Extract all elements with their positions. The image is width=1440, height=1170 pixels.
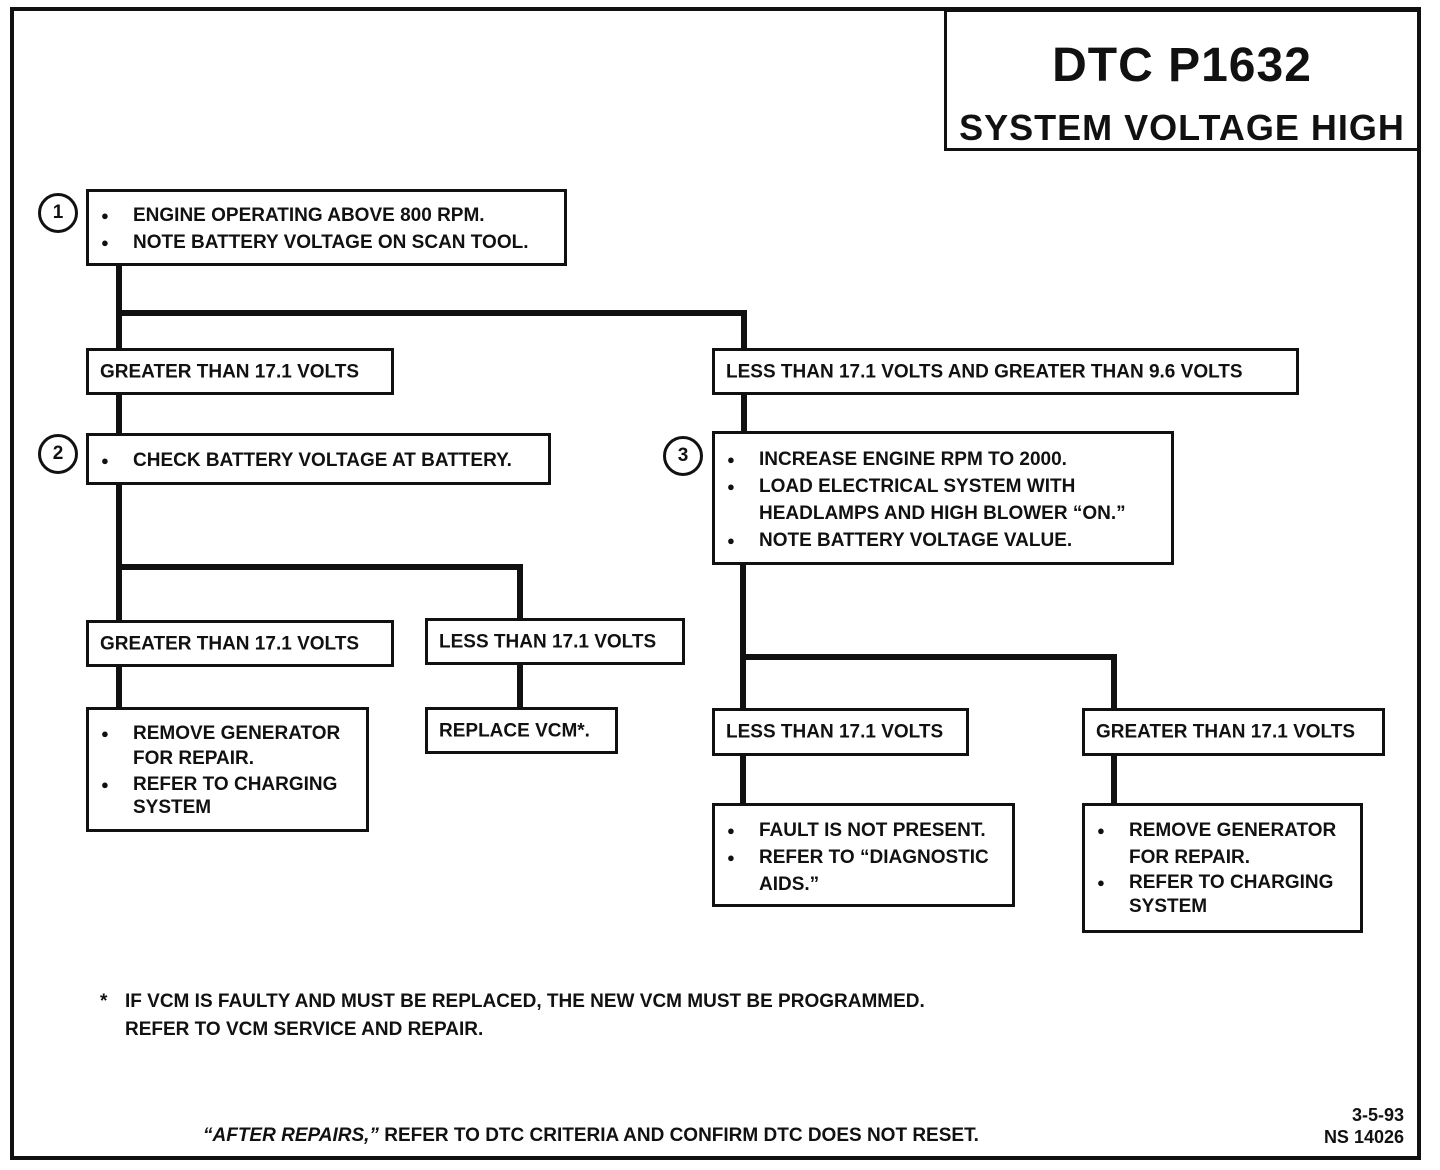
result-bullet-1: FAULT IS NOT PRESENT. [725, 817, 989, 844]
condition-step1-greater-17-1: GREATER THAN 17.1 VOLTS [86, 348, 394, 395]
step-1-bullet-1: ENGINE OPERATING ABOVE 800 RPM. [99, 202, 529, 229]
condition-label: LESS THAN 17.1 VOLTS AND GREATER THAN 9.… [726, 361, 1243, 382]
reference-id: NS 14026 [1323, 1127, 1404, 1147]
condition-label: LESS THAN 17.1 VOLTS [726, 721, 944, 743]
condition-label: GREATER THAN 17.1 VOLTS [1096, 721, 1355, 743]
step-2-box: CHECK BATTERY VOLTAGE AT BATTERY. [86, 433, 551, 485]
step-3-bullet-3: NOTE BATTERY VOLTAGE VALUE. [725, 527, 1126, 554]
dtc-description: SYSTEM VOLTAGE HIGH [959, 107, 1405, 148]
condition-step2-less-17-1: LESS THAN 17.1 VOLTS [425, 618, 685, 665]
step-3-marker: 3 [663, 436, 703, 476]
after-repairs-text: REFER TO DTC CRITERIA AND CONFIRM DTC DO… [378, 1125, 979, 1146]
result-step3-remove-generator: REMOVE GENERATOR FOR REPAIR. REFER TO CH… [1082, 803, 1363, 933]
after-repairs-emphasis: “AFTER REPAIRS,” [203, 1125, 379, 1146]
footnote: * IF VCM IS FAULTY AND MUST BE REPLACED,… [100, 988, 925, 1044]
step-3-box: INCREASE ENGINE RPM TO 2000. LOAD ELECTR… [712, 431, 1174, 565]
result-label: REPLACE VCM*. [439, 720, 590, 741]
footnote-text: IF VCM IS FAULTY AND MUST BE REPLACED, T… [125, 991, 925, 1040]
reference-date: 3-5-93 [1351, 1105, 1404, 1125]
step-1-marker: 1 [38, 193, 78, 233]
result-step2-replace-vcm: REPLACE VCM*. [425, 707, 618, 754]
step-3-bullet-2: LOAD ELECTRICAL SYSTEM WITH HEADLAMPS AN… [725, 473, 1126, 527]
result-bullet-2: REFER TO CHARGING SYSTEM [1095, 871, 1336, 919]
step-2-marker: 2 [38, 434, 78, 474]
result-bullet-1: REMOVE GENERATOR FOR REPAIR. [1095, 817, 1336, 871]
condition-step3-less-17-1: LESS THAN 17.1 VOLTS [712, 708, 969, 756]
condition-step3-greater-17-1: GREATER THAN 17.1 VOLTS [1082, 708, 1385, 756]
footnote-marker: * [100, 991, 108, 1012]
condition-label: LESS THAN 17.1 VOLTS [439, 631, 657, 652]
title-box: DTC P1632 SYSTEM VOLTAGE HIGH [944, 9, 1420, 151]
dtc-code: DTC P1632 [1052, 39, 1312, 92]
page-frame [10, 7, 1421, 1160]
step-3-bullet-1: INCREASE ENGINE RPM TO 2000. [725, 446, 1126, 473]
step-1-bullet-2: NOTE BATTERY VOLTAGE ON SCAN TOOL. [99, 229, 529, 256]
after-repairs-note: “AFTER REPAIRS,” REFER TO DTC CRITERIA A… [203, 1125, 979, 1147]
condition-step1-between-9-6-17-1: LESS THAN 17.1 VOLTS AND GREATER THAN 9.… [712, 348, 1299, 395]
result-bullet-2: REFER TO CHARGING SYSTEM [99, 773, 340, 819]
condition-label: GREATER THAN 17.1 VOLTS [100, 633, 359, 654]
step-1-box: ENGINE OPERATING ABOVE 800 RPM. NOTE BAT… [86, 189, 567, 266]
result-step2-remove-generator: REMOVE GENERATOR FOR REPAIR. REFER TO CH… [86, 707, 369, 832]
result-step3-fault-not-present: FAULT IS NOT PRESENT. REFER TO “DIAGNOST… [712, 803, 1015, 907]
condition-step2-greater-17-1: GREATER THAN 17.1 VOLTS [86, 620, 394, 667]
result-bullet-2: REFER TO “DIAGNOSTIC AIDS.” [725, 844, 989, 898]
document-reference: 3-5-93 NS 14026 [1324, 1104, 1404, 1148]
result-bullet-1: REMOVE GENERATOR FOR REPAIR. [99, 721, 340, 771]
step-2-bullet-1: CHECK BATTERY VOLTAGE AT BATTERY. [99, 447, 512, 474]
condition-label: GREATER THAN 17.1 VOLTS [100, 361, 359, 382]
